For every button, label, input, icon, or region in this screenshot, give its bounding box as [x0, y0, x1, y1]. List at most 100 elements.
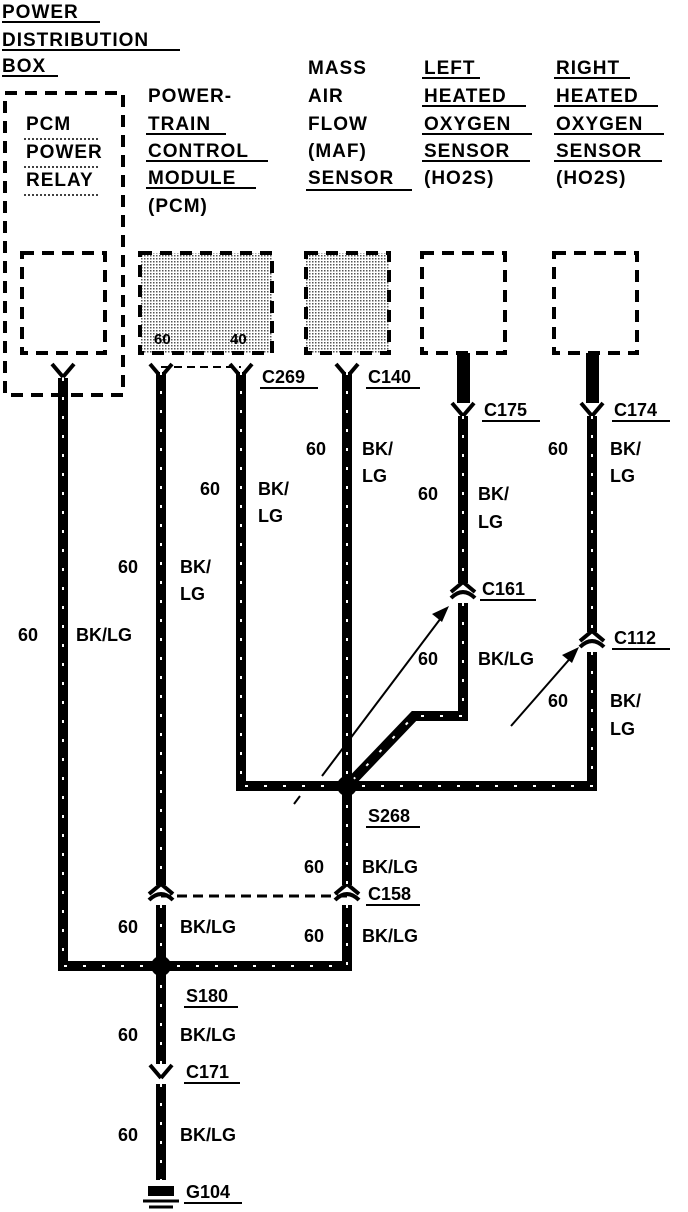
s180-down-circuit: 60	[118, 1025, 138, 1045]
pcm-label-line2: TRAIN	[148, 114, 211, 135]
pcm40-wire-circuit: 60	[200, 479, 220, 499]
lho2s-upper-circuit: 60	[418, 484, 438, 504]
pdb-label-line3: BOX	[2, 56, 46, 77]
g104-label: G104	[186, 1182, 230, 1202]
maf-label-line2: AIR	[308, 86, 344, 107]
c161-terminal	[449, 580, 477, 600]
lho2s-label-line3: OXYGEN	[424, 114, 511, 135]
wire-pcm40-to-s268	[236, 372, 346, 791]
left-ho2s-box	[420, 251, 507, 355]
rho2s-lower-circuit: 60	[548, 691, 568, 711]
wire-lho2s-lower	[343, 603, 468, 790]
ground-wire-circuit: 60	[118, 1125, 138, 1145]
maf-wire-color-2: LG	[362, 466, 387, 486]
pcm-down-circuit: 60	[118, 917, 138, 937]
c112-arrowhead	[562, 647, 579, 663]
c171-terminal	[148, 1063, 174, 1080]
pcm-pin-60: 60	[154, 331, 171, 348]
maf-wire-color-1: BK/	[362, 439, 393, 459]
rho2s-label-line1: RIGHT	[556, 58, 620, 79]
c161-label: C161	[482, 579, 525, 599]
pcm60-wire-circuit: 60	[118, 557, 138, 577]
c158-label: C158	[368, 884, 411, 904]
s180-splice-dot	[151, 956, 171, 976]
pcm-label-line1: POWER-	[148, 86, 232, 107]
relay-wire-color: BK/LG	[76, 625, 132, 645]
wire-relay-to-s180	[58, 378, 160, 971]
c174-label: C174	[614, 400, 657, 420]
pcm40-wire-color-1: BK/	[258, 479, 289, 499]
c158-down-color: BK/LG	[362, 926, 418, 946]
c175-label: C175	[484, 400, 527, 420]
relay-label-line1: PCM	[26, 114, 71, 135]
c140-label: C140	[368, 367, 411, 387]
lho2s-stub	[457, 353, 470, 403]
s268-tick-mark	[293, 795, 301, 805]
pdb-outline	[3, 91, 125, 397]
lho2s-upper-color-1: BK/	[478, 484, 509, 504]
c158-down-circuit: 60	[304, 926, 324, 946]
c158-left-terminal	[147, 882, 175, 902]
c161-arrowhead	[432, 606, 449, 622]
maf-label-line1: MASS	[308, 58, 367, 79]
rho2s-upper-color-1: BK/	[610, 439, 641, 459]
wire-dash-markings	[62, 372, 593, 1180]
c158-right-terminal	[333, 882, 361, 902]
rho2s-upper-color-2: LG	[610, 466, 635, 486]
s268-down-circuit: 60	[304, 857, 324, 877]
c112-locator-arrow	[510, 653, 575, 727]
s268-splice-dot	[337, 776, 357, 796]
maf-label-line5: SENSOR	[308, 168, 394, 189]
pcm-label-line5: (PCM)	[148, 196, 208, 217]
s180-label: S180	[186, 986, 228, 1006]
c171-label: C171	[186, 1062, 229, 1082]
ground-wire-color: BK/LG	[180, 1125, 236, 1145]
wire-group	[58, 372, 597, 1180]
rho2s-upper-circuit: 60	[548, 439, 568, 459]
relay-wire-circuit: 60	[18, 625, 38, 645]
pcm-power-relay-box	[20, 251, 107, 355]
lho2s-label-line1: LEFT	[424, 58, 476, 79]
pdb-label-line1: POWER	[2, 2, 79, 23]
rho2s-stub	[586, 353, 599, 403]
s268-label: S268	[368, 806, 410, 826]
pcm60-terminal	[148, 362, 174, 379]
maf-terminal	[334, 362, 360, 379]
c112-terminal	[578, 629, 606, 649]
relay-label-line2: POWER	[26, 142, 103, 163]
maf-label-line3: FLOW	[308, 114, 368, 135]
pcm-label-line3: CONTROL	[148, 141, 249, 162]
s180-down-color: BK/LG	[180, 1025, 236, 1045]
rho2s-label-line4: SENSOR	[556, 141, 642, 162]
pcm-label-line4: MODULE	[148, 168, 236, 189]
pcm40-wire-color-2: LG	[258, 506, 283, 526]
lho2s-label-line2: HEATED	[424, 86, 507, 107]
lho2s-lower-color: BK/LG	[478, 649, 534, 669]
wire-rho2s-lower	[347, 652, 597, 791]
s268-down-color: BK/LG	[362, 857, 418, 877]
pcm-box	[138, 251, 274, 355]
c175-terminal	[450, 401, 476, 418]
pdb-label-line2: DISTRIBUTION	[2, 30, 149, 51]
rho2s-label-line2: HEATED	[556, 86, 639, 107]
maf-wire-circuit: 60	[306, 439, 326, 459]
right-ho2s-box	[552, 251, 639, 355]
pcm60-wire-color-1: BK/	[180, 557, 211, 577]
lho2s-label-line4: SENSOR	[424, 141, 510, 162]
maf-label-line4: (MAF)	[308, 141, 367, 162]
pcm40-terminal	[228, 362, 254, 379]
maf-sensor-box	[304, 251, 391, 355]
relay-terminal	[50, 362, 76, 379]
pcm60-wire-color-2: LG	[180, 584, 205, 604]
rho2s-label-line5: (HO2S)	[556, 168, 626, 189]
rho2s-lower-color-2: LG	[610, 719, 635, 739]
c269-label: C269	[262, 367, 305, 387]
relay-label-line3: RELAY	[26, 170, 94, 191]
c174-terminal	[579, 401, 605, 418]
rho2s-lower-color-1: BK/	[610, 691, 641, 711]
c161-locator-arrow	[321, 613, 445, 777]
ground-icon	[143, 1186, 179, 1209]
pcm-pin-40: 40	[230, 331, 247, 348]
rho2s-label-line3: OXYGEN	[556, 114, 643, 135]
